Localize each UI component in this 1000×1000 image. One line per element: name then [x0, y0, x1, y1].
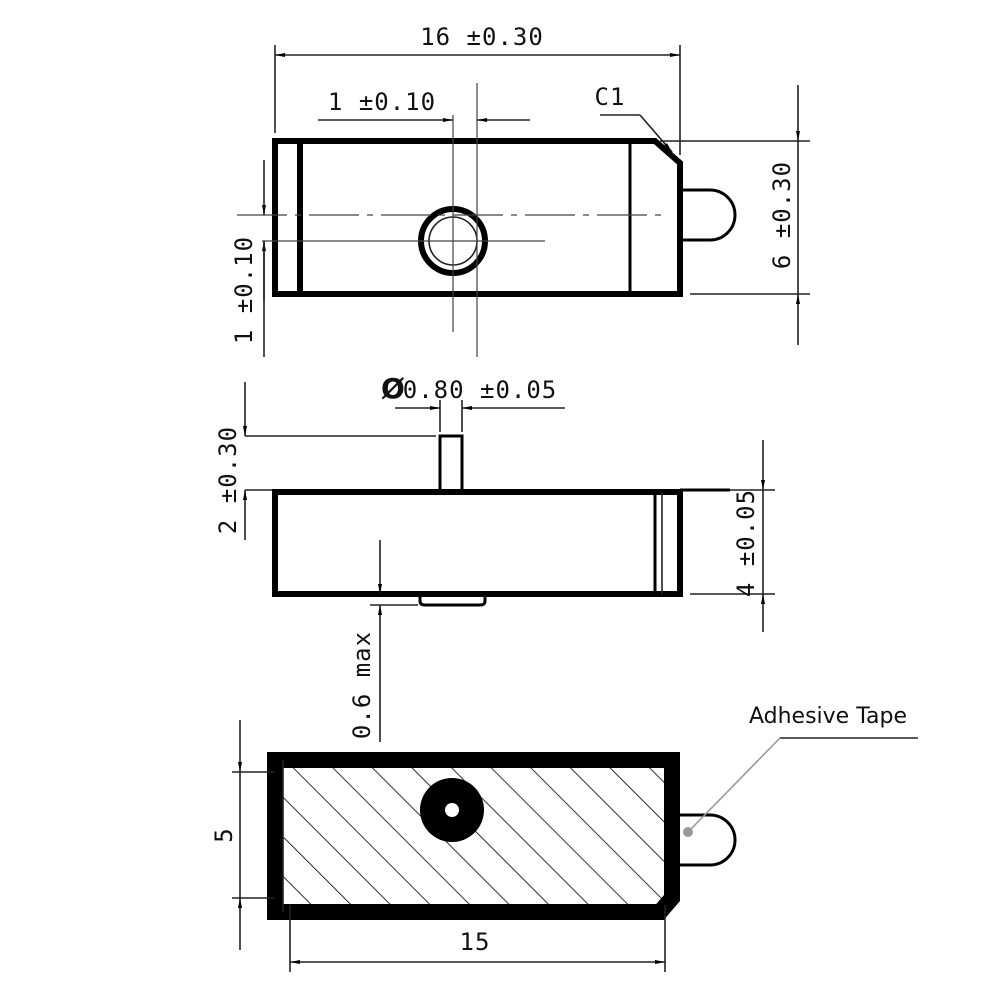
top-view	[237, 83, 737, 357]
label-top-offset: 1 ±0.10	[328, 88, 436, 116]
bottom-hole-center	[445, 803, 459, 817]
label-chamfer: C1	[595, 83, 626, 111]
diameter-symbol: Ø	[381, 372, 405, 405]
label-pin-diameter: 0.80 ±0.05	[403, 376, 558, 404]
dim-body-thickness: 4 ±0.05	[690, 440, 775, 632]
label-bottom-width: 15	[460, 928, 491, 956]
bottom-tab	[680, 813, 737, 867]
bottom-body-outline	[267, 752, 680, 920]
dim-top-height: 6 ±0.30	[660, 85, 810, 345]
side-pin	[438, 434, 464, 494]
bottom-hatched-area	[283, 768, 670, 908]
label-adhesive-tape: Adhesive Tape	[749, 704, 907, 729]
side-view	[272, 434, 730, 607]
label-top-height: 6 ±0.30	[768, 161, 796, 269]
dim-pin-diameter: Ø 0.80 ±0.05	[381, 372, 565, 432]
label-top-left-offset: 1 ±0.10	[230, 236, 258, 344]
label-pin-height: 2 ±0.30	[214, 426, 242, 534]
dim-chamfer: C1	[595, 83, 673, 153]
label-bottom-height: 5	[210, 827, 238, 842]
label-tape-thickness: 0.6 max	[348, 631, 376, 739]
dim-pin-height: 2 ±0.30	[214, 382, 436, 540]
label-top-width: 16 ±0.30	[420, 23, 544, 51]
dim-tape-thickness: 0.6 max	[348, 540, 418, 742]
side-tape	[418, 594, 487, 607]
dim-top-width: 16 ±0.30	[274, 23, 681, 155]
dim-top-offset: 1 ±0.10	[318, 88, 530, 122]
bottom-view	[267, 752, 737, 920]
dim-top-left-offset: 1 ±0.10	[230, 160, 266, 357]
top-body-outline	[272, 138, 683, 297]
dim-bottom-height: 5	[210, 720, 275, 950]
label-body-thickness: 4 ±0.05	[732, 489, 760, 597]
callout-adhesive-tape: Adhesive Tape	[683, 704, 918, 837]
side-body	[272, 489, 683, 597]
dim-bottom-width: 15	[289, 905, 666, 972]
top-tab	[680, 188, 737, 242]
